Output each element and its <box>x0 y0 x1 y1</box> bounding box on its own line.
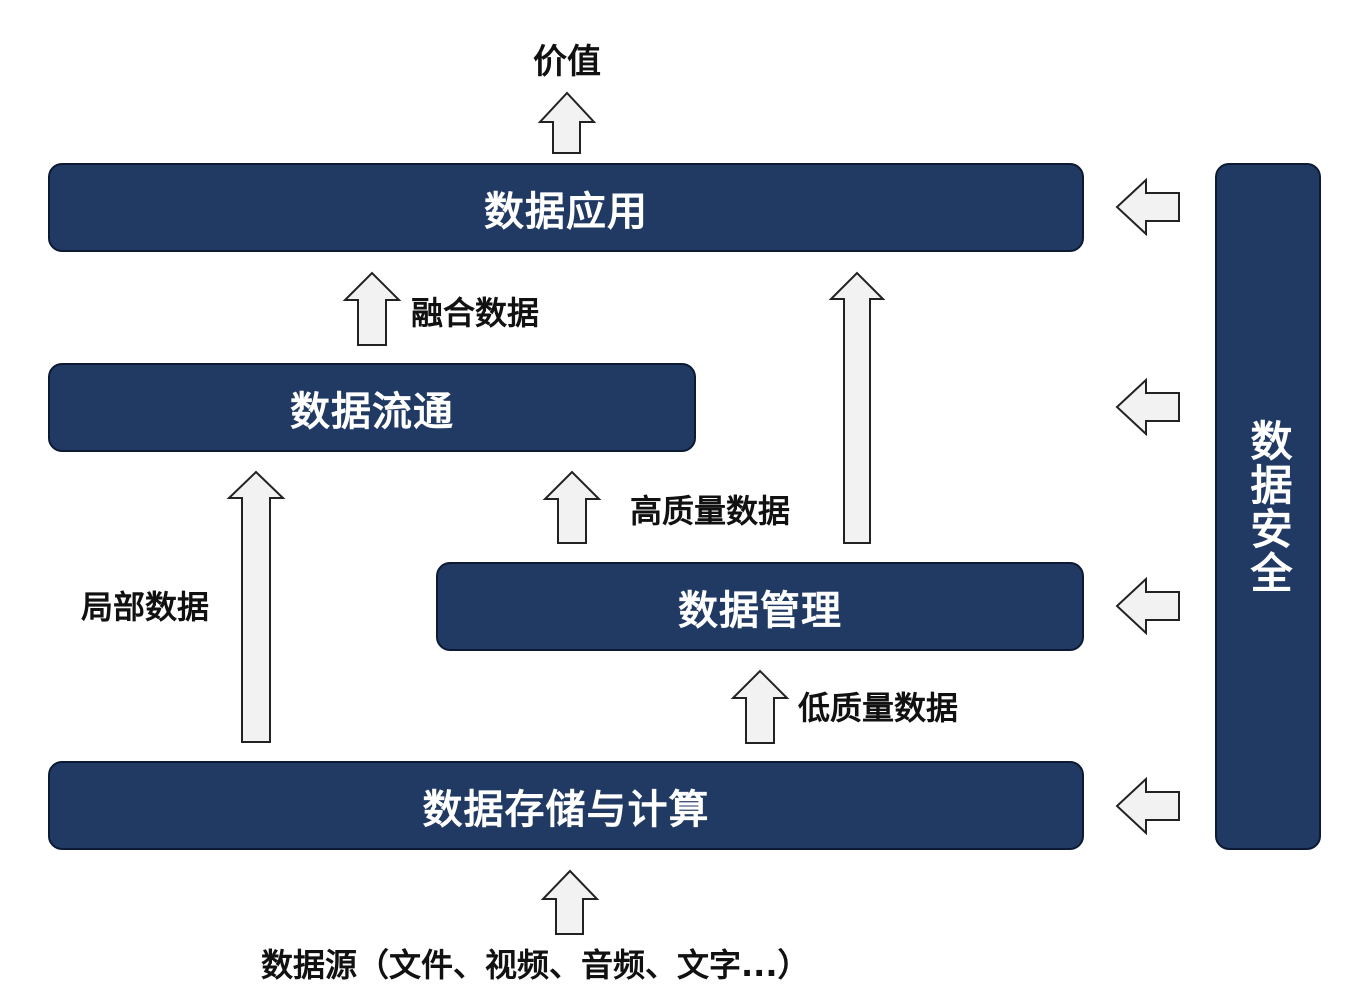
arrow-up-from-source <box>540 869 600 935</box>
data-management-label: 数据管理 <box>678 587 842 634</box>
local-data-label: 局部数据 <box>81 588 210 626</box>
low-quality-data-label: 低质量数据 <box>798 689 959 727</box>
data-management-box: 数据管理 <box>436 562 1084 651</box>
arrow-up-local-data <box>226 470 286 743</box>
data-circulation-label: 数据流通 <box>290 388 454 435</box>
arrow-up-management-to-app <box>828 271 886 544</box>
fused-data-label: 融合数据 <box>411 294 540 332</box>
arrow-left-security-to-management <box>1115 576 1180 636</box>
arrow-left-security-to-storage <box>1115 776 1180 836</box>
data-security-box: 数据安全 <box>1215 163 1321 850</box>
value-label: 价值 <box>533 42 601 82</box>
arrow-up-high-quality <box>542 470 602 544</box>
data-source-label: 数据源（文件、视频、音频、文字...） <box>261 946 810 984</box>
arrow-up-fused-data <box>342 271 402 346</box>
data-circulation-box: 数据流通 <box>48 363 696 452</box>
data-security-label: 数据安全 <box>1244 418 1293 595</box>
data-application-label: 数据应用 <box>484 188 648 235</box>
data-storage-computing-box: 数据存储与计算 <box>48 761 1084 850</box>
high-quality-data-label: 高质量数据 <box>630 492 791 530</box>
arrow-up-to-value <box>537 91 597 154</box>
data-application-box: 数据应用 <box>48 163 1084 252</box>
arrow-left-security-to-app <box>1115 177 1180 237</box>
arrow-left-security-to-circulation <box>1115 377 1180 437</box>
data-storage-computing-label: 数据存储与计算 <box>422 786 710 833</box>
arrow-up-low-quality <box>730 669 790 744</box>
